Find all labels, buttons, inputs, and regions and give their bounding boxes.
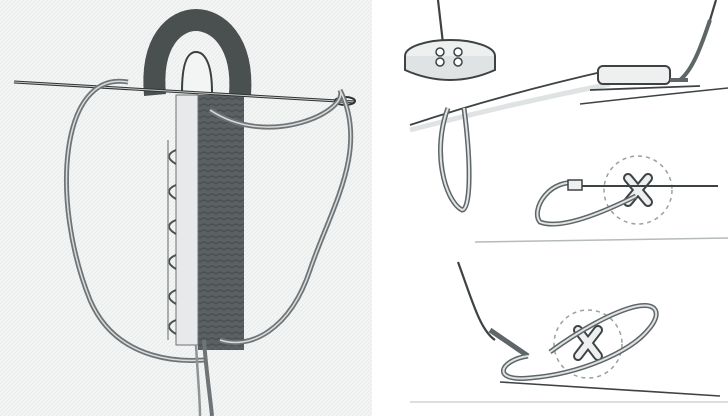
step-cross-stitch-needle (537, 156, 718, 224)
step-divider (475, 238, 728, 242)
button-sewing-panel (380, 0, 728, 416)
step-wrap-thread (410, 262, 728, 402)
buttonhole-stitch-panel (0, 0, 372, 416)
step-button-needle-down (405, 0, 610, 210)
button-sewing-drawing (380, 0, 728, 416)
step-button-on-fabric (580, 0, 728, 104)
buttonhole-stitch-drawing (0, 0, 372, 416)
buttonhole-stitch-column (168, 95, 244, 350)
